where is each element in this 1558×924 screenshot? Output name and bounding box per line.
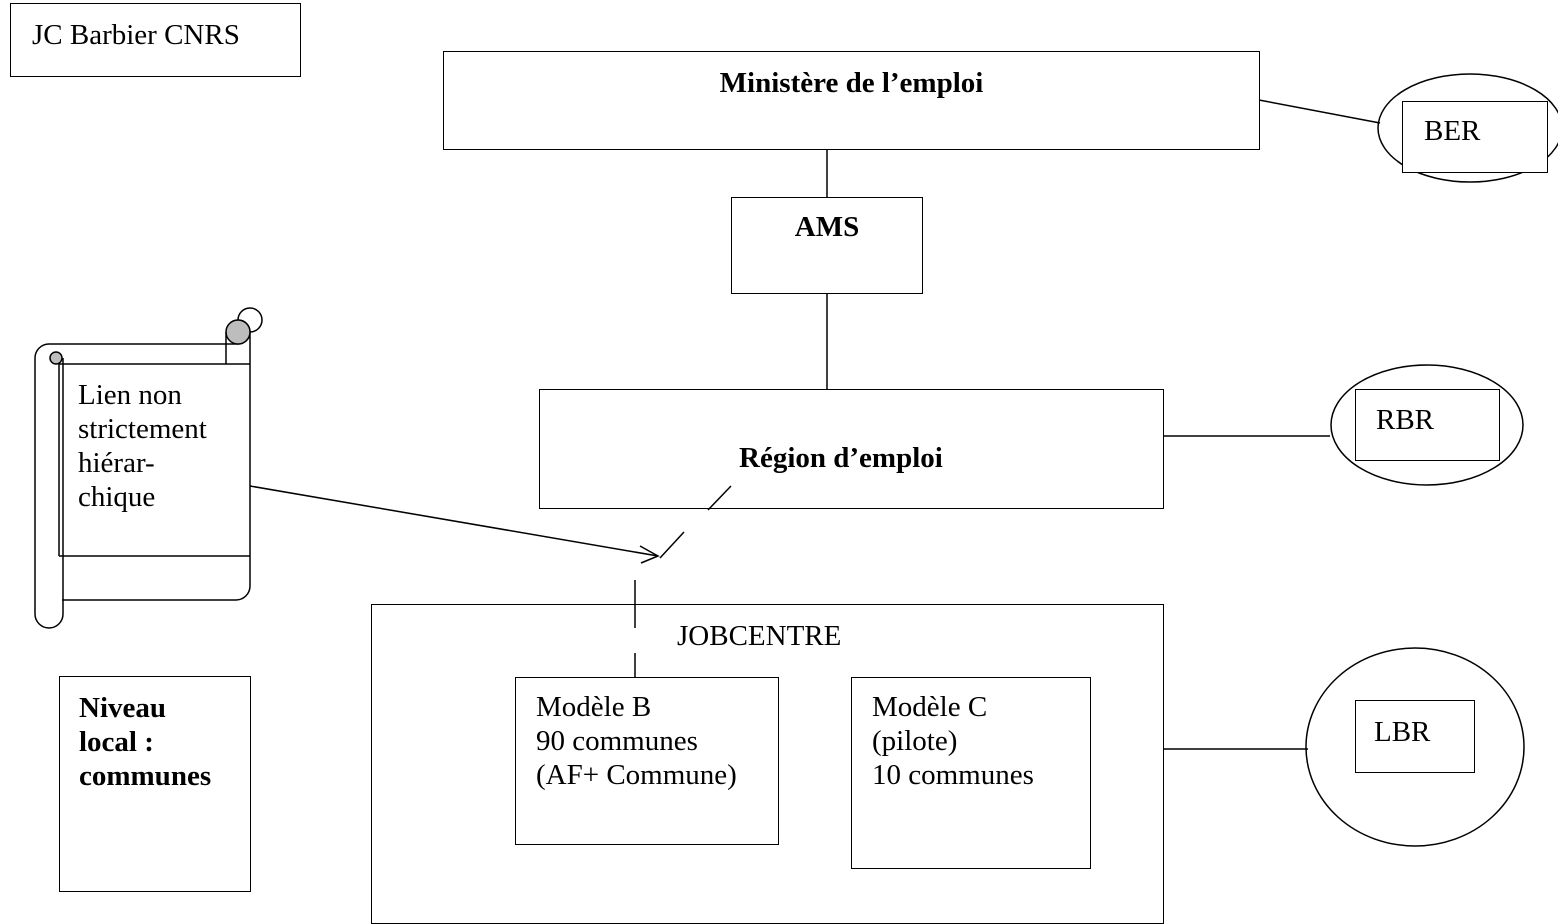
ber-box [1402,101,1548,173]
author-box [10,3,301,77]
model-c-box [851,677,1091,869]
ams-label: AMS [794,211,860,243]
model-b-line-1: Modèle B [536,691,652,723]
ber-ellipse [1377,73,1558,183]
scroll-note-line-2: strictement [78,413,207,445]
model-b-line-2: 90 communes [536,725,698,757]
lbr-box [1355,700,1475,773]
note-arrow-line [249,485,659,557]
ministry-box [443,51,1260,150]
broken-link-upper [707,485,732,511]
model-b-text: Modèle B 90 communes (AF+ Commune) [536,690,737,792]
scroll-note-line-4: chique [78,481,156,513]
lbr-label: LBR [1374,716,1431,748]
model-c-text: Modèle C (pilote) 10 communes [872,690,1034,792]
scroll-note-line-1: Lien non [78,379,182,411]
jobcentre-label: JOBCENTRE [677,620,842,652]
ber-label: BER [1424,115,1481,147]
rbr-ellipse [1330,364,1524,486]
region-box [539,389,1164,509]
model-b-line-3: (AF+ Commune) [536,759,737,791]
local-level-box [59,676,251,892]
author-label: JC Barbier CNRS [32,19,240,51]
note-arrow-head [639,545,660,564]
local-level-line-2: local : [79,726,154,758]
model-b-box [515,677,779,845]
model-c-line-3: 10 communes [872,759,1034,791]
model-c-line-1: Modèle C [872,691,988,723]
region-label: Région d’emploi [739,442,943,474]
connector-ministry-ber [1258,99,1381,124]
scroll-note-text: Lien non strictement hiérar- chique [78,378,207,514]
local-level-text: Niveau local : communes [79,691,211,793]
model-c-line-2: (pilote) [872,725,958,757]
ams-box [731,197,923,294]
scroll-note-line-3: hiérar- [78,447,155,479]
local-level-line-3: communes [79,760,212,792]
rbr-box [1355,389,1500,461]
broken-link-lower [659,531,685,559]
scroll-note-shape [34,307,263,629]
rbr-label: RBR [1376,404,1435,436]
local-level-line-1: Niveau [79,692,166,724]
lbr-ellipse [1305,647,1525,847]
ministry-label: Ministère de l’emploi [719,67,984,99]
